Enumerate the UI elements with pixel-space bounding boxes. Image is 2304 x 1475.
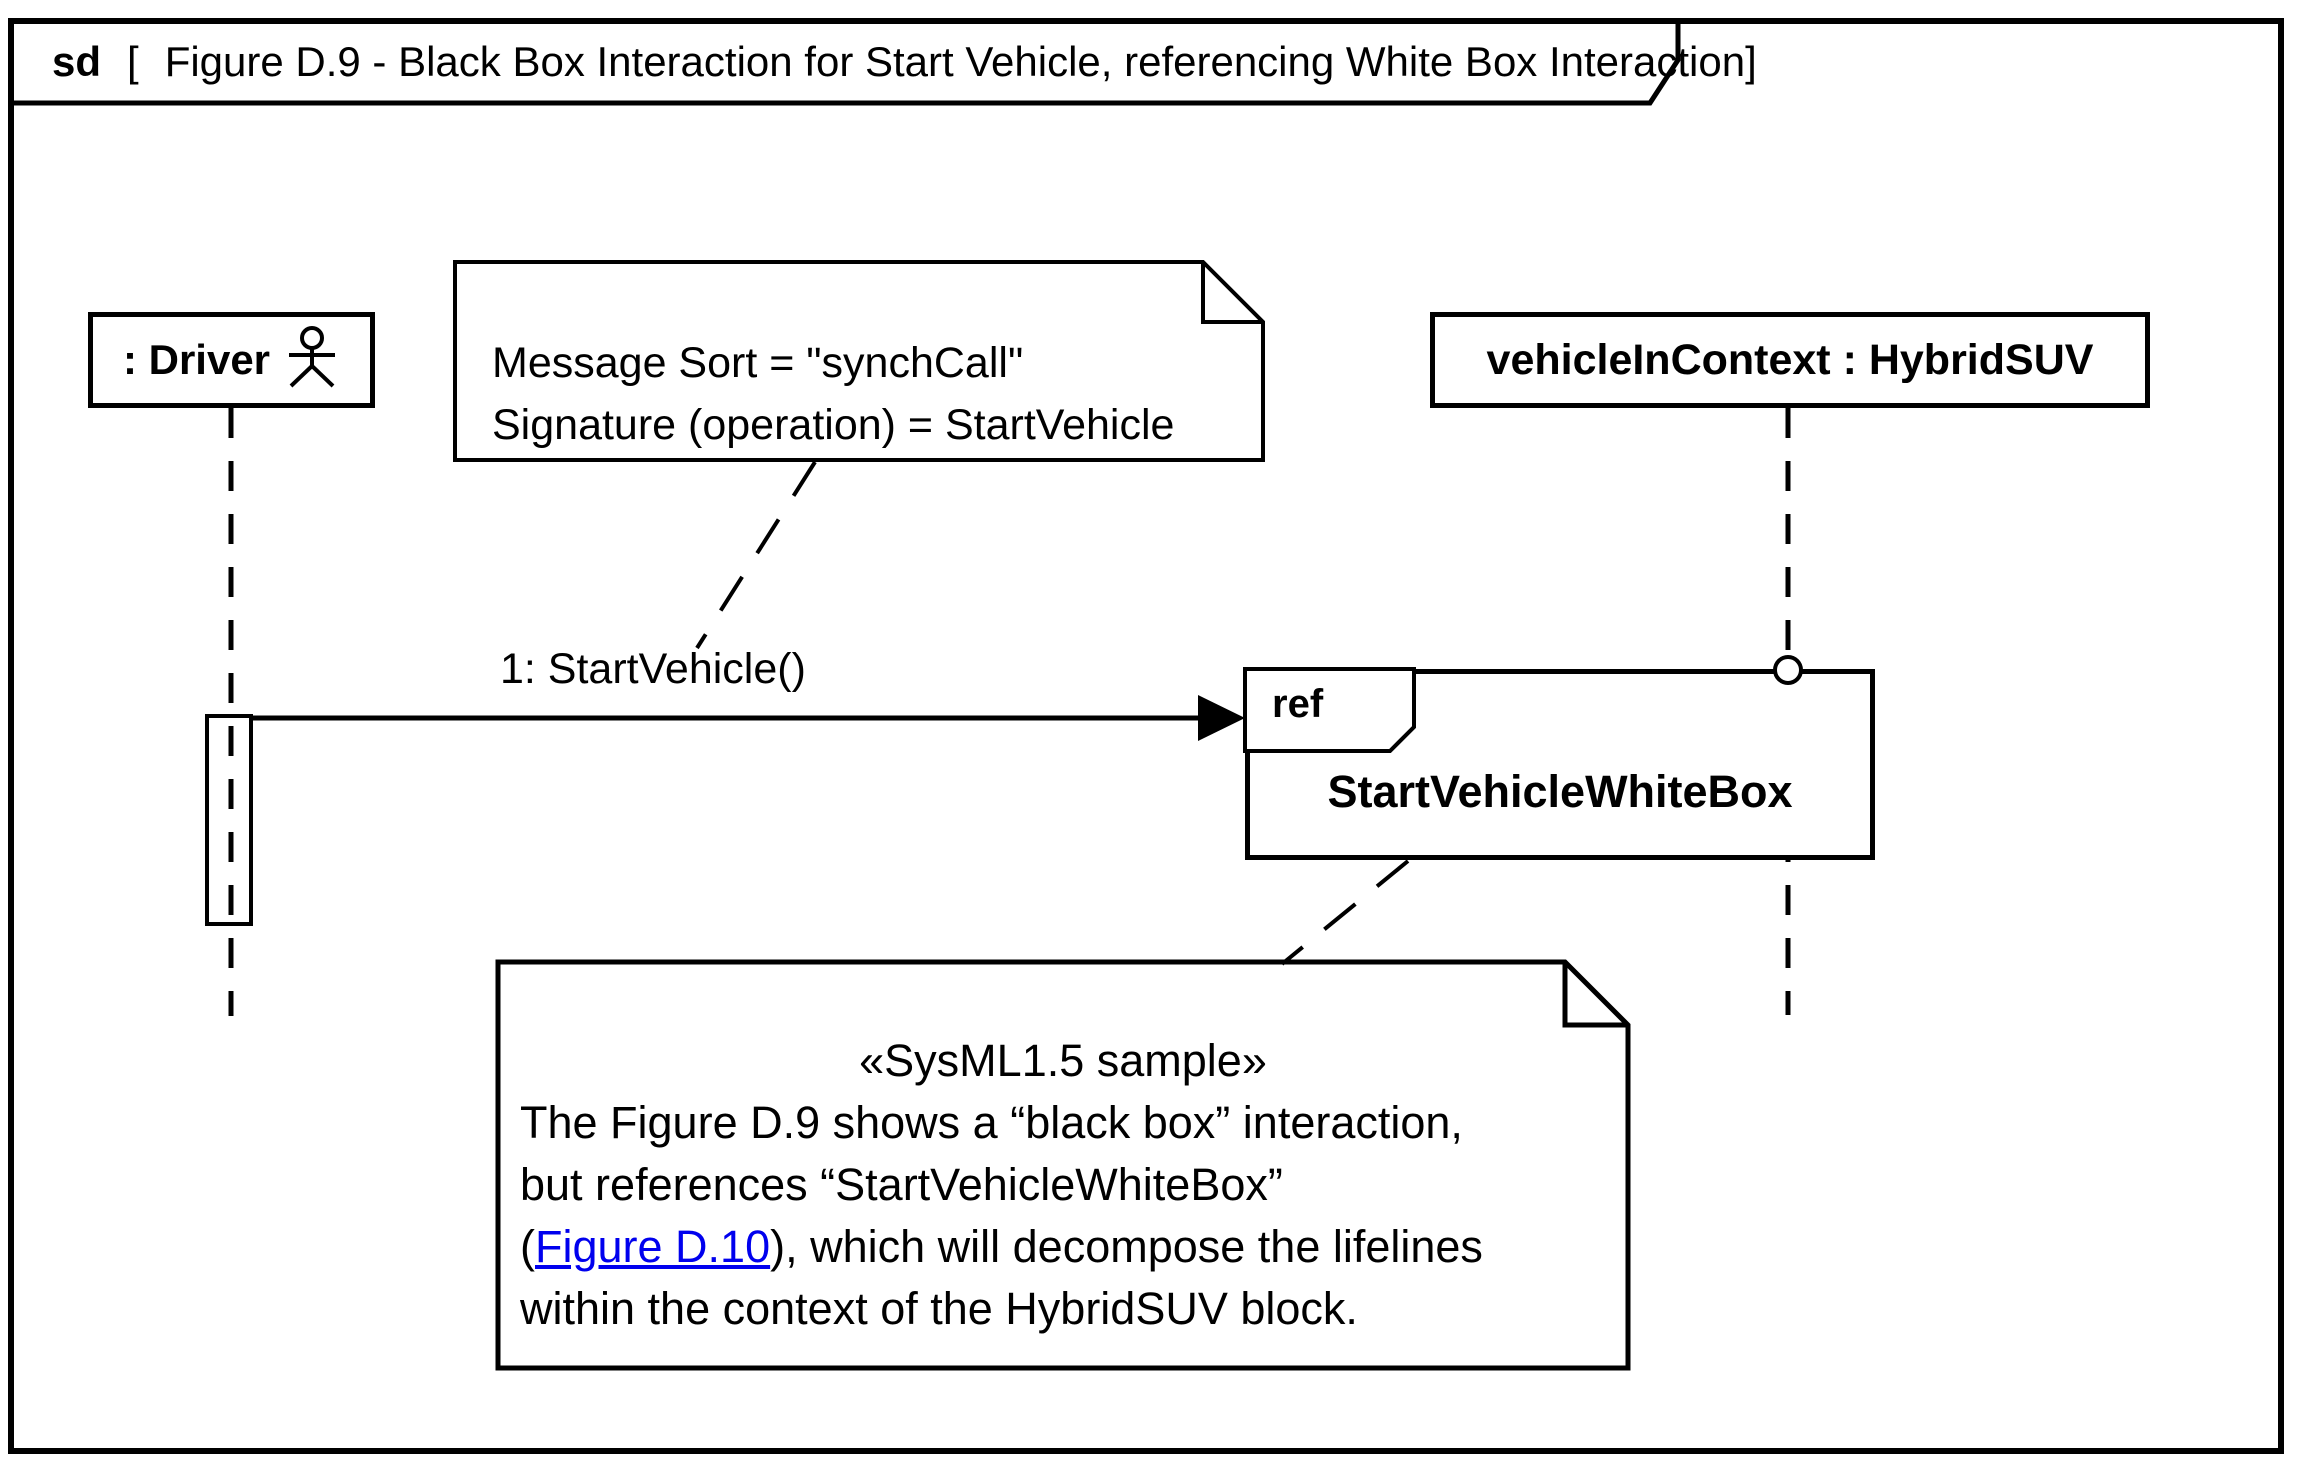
diagram-frame: [8, 18, 2284, 1454]
note-line: within the context of the HybridSUV bloc…: [520, 1283, 1358, 1334]
note-message-sort-shape: [453, 260, 1265, 462]
note-line: Message Sort = "synchCall": [492, 339, 1024, 387]
note-sysml-sample-fold-icon: [1562, 962, 1628, 1028]
note-message-sort-fold-icon: [1201, 262, 1263, 324]
note-line: but references “StartVehicleWhiteBox”: [520, 1159, 1283, 1210]
lifeline-head-driver: : Driver: [88, 312, 375, 408]
note-sysml-sample-anchor: [1280, 859, 1410, 966]
driver-label: : Driver: [122, 336, 271, 383]
actor-icon: [289, 326, 336, 388]
note-stereotype: «SysML1.5 sample»: [859, 1035, 1267, 1086]
note-message-sort-anchor: [695, 460, 817, 650]
driver-activation-bar: [205, 714, 253, 926]
ref-operator-label: ref: [1272, 682, 1324, 726]
note-sysml-sample-shape: [495, 959, 1631, 1371]
vehicle-label: vehicleInContext : HybridSUV: [1486, 335, 2094, 384]
ref-operator-tab: [1243, 667, 1416, 753]
message-arrowhead-icon: [1198, 695, 1245, 741]
ref-fragment-box: [1245, 669, 1875, 860]
note-line: Signature (operation) = StartVehicle: [492, 401, 1175, 449]
note-message-sort-text: Message Sort = "synchCall" Signature (op…: [492, 332, 1174, 456]
frame-title-bar: sd [ Figure D.9 - Black Box Interaction …: [8, 18, 1757, 106]
note-line3-prefix: (: [520, 1221, 535, 1272]
lifeline-attach-circle-icon: [1773, 655, 1803, 685]
frame-keyword: sd: [52, 38, 102, 85]
figure-d10-link[interactable]: Figure D.10: [535, 1221, 771, 1272]
frame-title: Figure D.9 - Black Box Interaction for S…: [164, 38, 1746, 85]
note-line3-suffix: ), which will decompose the lifelines: [770, 1221, 1483, 1272]
note-line: (Figure D.10), which will decompose the …: [520, 1216, 1606, 1278]
lifeline-head-vehicle: vehicleInContext : HybridSUV: [1430, 312, 2150, 408]
ref-fragment-name: StartVehicleWhiteBox: [1327, 766, 1793, 817]
note-line: The Figure D.9 shows a “black box” inter…: [520, 1097, 1463, 1148]
message-label: 1: StartVehicle(): [500, 645, 806, 693]
frame-close-bracket: ]: [1745, 38, 1757, 85]
note-sysml-sample-text: «SysML1.5 sample» The Figure D.9 shows a…: [498, 1030, 1628, 1340]
frame-open-bracket: [: [127, 38, 139, 85]
